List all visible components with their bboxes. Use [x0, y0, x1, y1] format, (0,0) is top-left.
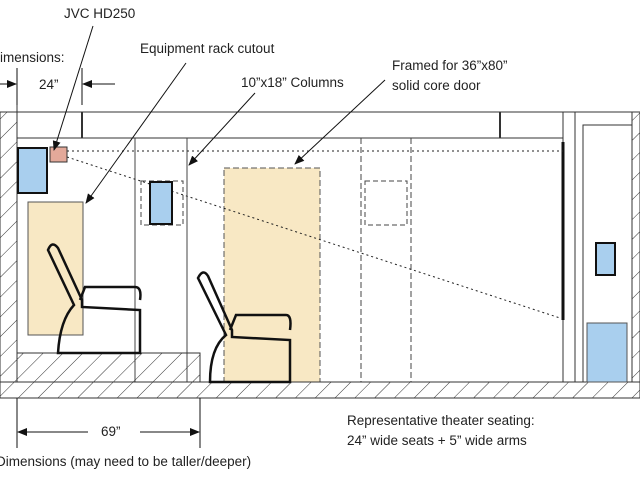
- right-equipment: [595, 242, 616, 276]
- riser: [16, 352, 201, 383]
- dimensions-bottom-label: Dimensions (may need to be taller/deeper…: [0, 454, 252, 469]
- seating-label-line2: 24” wide seats + 5” wide arms: [347, 433, 527, 448]
- right-door: [586, 322, 628, 383]
- column-speaker: [149, 181, 173, 225]
- dimension-24: [0, 68, 115, 105]
- door-label-line2: solid core door: [392, 78, 481, 93]
- theater-seat-1: [46, 243, 142, 355]
- dimensions-top-label: imensions:: [0, 50, 65, 65]
- seating-label-line1: Representative theater seating:: [347, 413, 535, 428]
- theater-seat-2: [196, 271, 292, 384]
- dimension-69: [16, 398, 201, 448]
- columns-label: 10”x18” Columns: [241, 75, 344, 90]
- rack-label: Equipment rack cutout: [140, 41, 275, 56]
- equipment-stack: [17, 147, 48, 194]
- leader-arrows: [52, 25, 386, 204]
- column-lines: [134, 138, 565, 382]
- dim-24-label: 24”: [39, 77, 59, 92]
- door-label-line1: Framed for 36”x80”: [392, 58, 508, 73]
- dim-69-label: 69”: [101, 424, 121, 439]
- door-frame: [223, 167, 321, 383]
- projector-label: JVC HD250: [64, 6, 136, 21]
- floor: [0, 381, 640, 399]
- left-wall: [0, 111, 18, 383]
- projector: [49, 146, 68, 163]
